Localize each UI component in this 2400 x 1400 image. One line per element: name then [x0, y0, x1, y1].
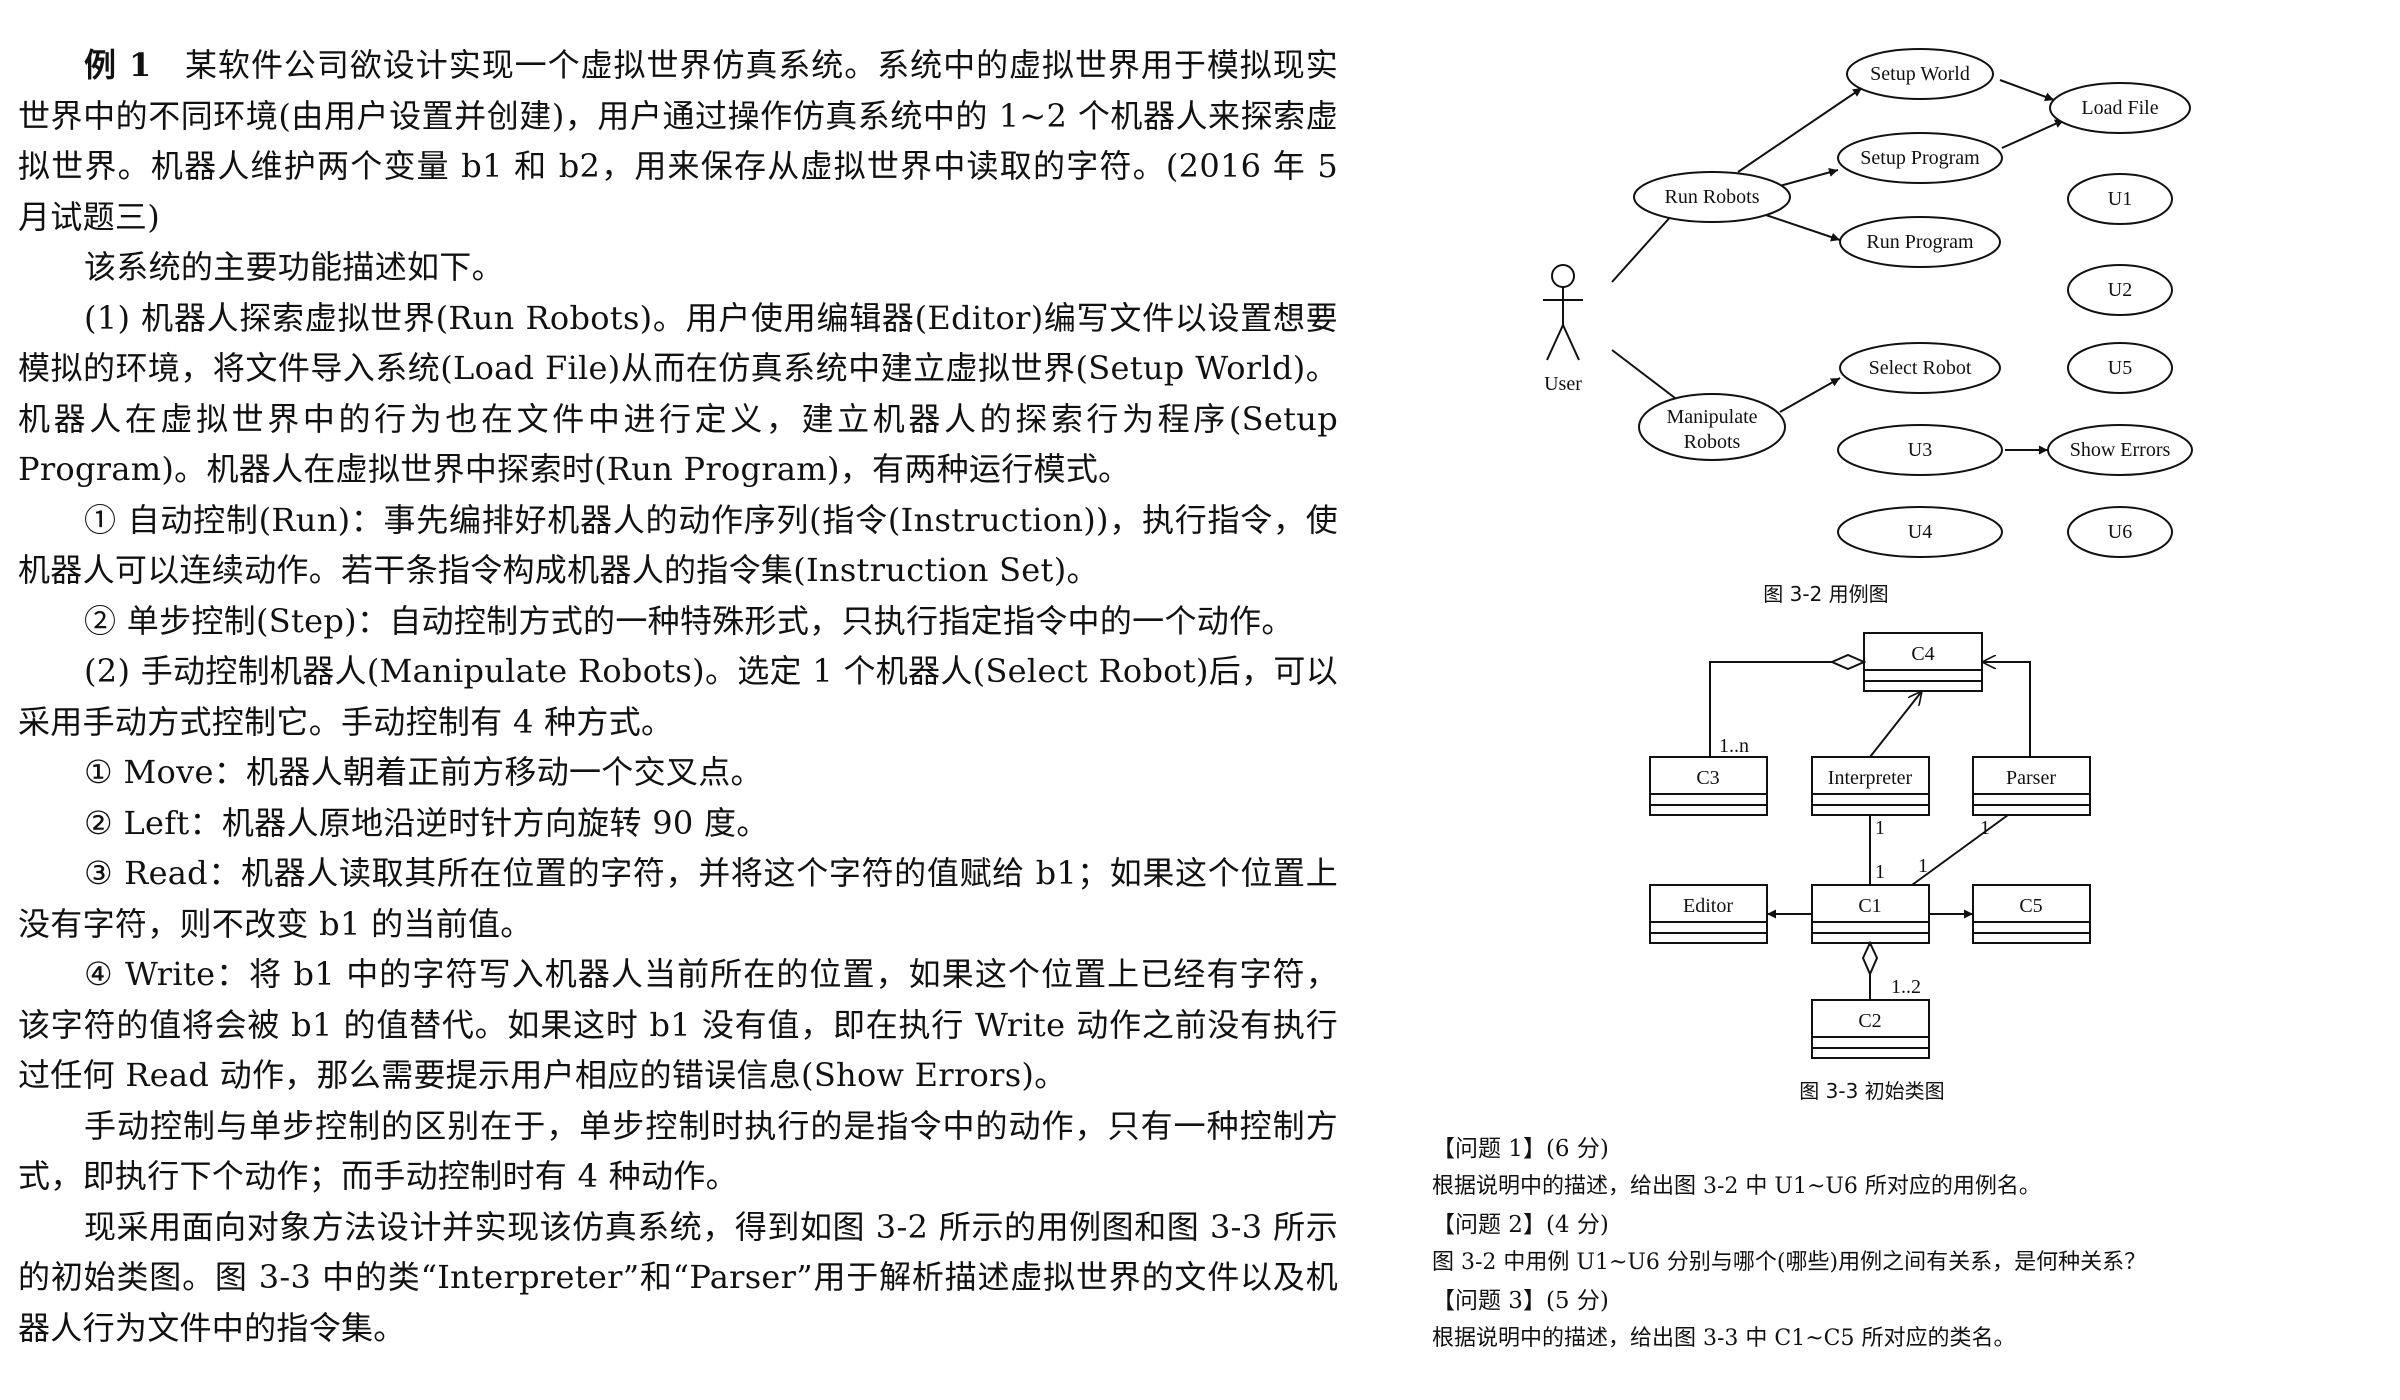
usecase-u2 — [2067, 264, 2173, 316]
usecase-show-errors — [2047, 424, 2193, 476]
class-c5 — [1972, 884, 2091, 944]
usecase-setup-world — [1846, 48, 1994, 100]
label-run-robots: Run Robots — [1664, 186, 1759, 208]
link-user-manipulate — [1611, 349, 1676, 399]
question-1-body: 根据说明中的描述，给出图 3-2 中 U1~U6 所对应的用例名。 — [1432, 1174, 2041, 1199]
link-setup-program-load-file — [2001, 119, 2065, 149]
paragraph-intro-text: 某软件公司欲设计实现一个虚拟世界仿真系统。系统中的虚拟世界用于模拟现实世界中的不… — [18, 46, 1338, 236]
actor-user-icon — [1543, 264, 1583, 361]
label-u2: U2 — [2108, 279, 2132, 301]
usecase-u5 — [2067, 342, 2173, 394]
paragraph-intro: 例 1 某软件公司欲设计实现一个虚拟世界仿真系统。系统中的虚拟世界用于模拟现实世… — [18, 40, 1338, 242]
paragraph-read: ③ Read：机器人读取其所在位置的字符，并将这个字符的值赋给 b1；如果这个位… — [18, 854, 1338, 943]
label-u5: U5 — [2108, 357, 2132, 379]
question-3-body: 根据说明中的描述，给出图 3-3 中 C1~C5 所对应的类名。 — [1432, 1326, 2016, 1351]
usecase-u6 — [2067, 506, 2173, 558]
label-load-file: Load File — [2081, 97, 2158, 119]
label-select-robot: Select Robot — [1869, 357, 1972, 379]
label-u6: U6 — [2108, 521, 2132, 543]
paragraph-manual-control: (2) 手动控制机器人(Manipulate Robots)。选定 1 个机器人… — [18, 652, 1338, 741]
example-label: 例 1 — [84, 46, 152, 84]
mult-c1-top-right-1: 1 — [1918, 855, 1928, 877]
paragraph-left: ② Left：机器人原地沿逆时针方向旋转 90 度。 — [84, 803, 769, 842]
class-diagram — [1649, 632, 2091, 1059]
mult-c2-12: 1..2 — [1891, 976, 1921, 998]
actor-user-label: User — [1544, 373, 1582, 395]
usecase-manipulate-robots — [1638, 393, 1786, 461]
assoc-parser-c1 — [1911, 814, 2009, 886]
assoc-interpreter-c4 — [1869, 691, 1922, 758]
link-user-run-robots — [1611, 213, 1674, 283]
link-manipulate-select-robot — [1779, 377, 1841, 413]
class-c2 — [1811, 999, 1930, 1059]
class-c3 — [1649, 756, 1768, 816]
usecase-u4 — [1837, 506, 2003, 558]
label-manipulate-line2: Robots — [1684, 431, 1741, 453]
questions: 【问题 1】(6 分) 根据说明中的描述，给出图 3-2 中 U1~U6 所对应… — [1432, 1130, 2392, 1358]
question-2-body: 图 3-2 中用例 U1~U6 分别与哪个(哪些)用例之间有关系，是何种关系？ — [1432, 1250, 2147, 1275]
mult-c3-1n: 1..n — [1719, 735, 1749, 757]
label-u1: U1 — [2108, 188, 2132, 210]
link-run-robots-run-program — [1759, 212, 1841, 242]
label-u3: U3 — [1908, 439, 1932, 461]
paragraph-functions: 该系统的主要功能描述如下。 — [84, 248, 504, 286]
label-c3: C3 — [1696, 767, 1719, 789]
label-show-errors: Show Errors — [2070, 439, 2171, 461]
usecase-select-robot — [1839, 342, 2001, 394]
paragraph-move: ① Move：机器人朝着正前方移动一个交叉点。 — [84, 753, 763, 791]
label-setup-world: Setup World — [1870, 63, 1970, 85]
usecase-u1 — [2067, 173, 2173, 225]
mult-c1-top-left-1: 1 — [1875, 861, 1885, 883]
caption-usecase: 图 3-2 用例图 — [1763, 582, 1888, 606]
caption-classdiagram: 图 3-3 初始类图 — [1799, 1079, 1944, 1103]
paragraph-difference: 手动控制与单步控制的区别在于，单步控制时执行的是指令中的动作，只有一种控制方式，… — [18, 1106, 1338, 1196]
paragraph-run-robots: (1) 机器人探索虚拟世界(Run Robots)。用户使用编辑器(Editor… — [18, 298, 1338, 489]
label-run-program: Run Program — [1866, 231, 1974, 253]
usecase-run-robots — [1633, 171, 1791, 223]
class-parser — [1972, 756, 2091, 816]
usecase-load-file — [2049, 82, 2191, 134]
label-u4: U4 — [1908, 521, 1932, 543]
label-c1: C1 — [1858, 895, 1881, 917]
problem-statement: 例 1 某软件公司欲设计实现一个虚拟世界仿真系统。系统中的虚拟世界用于模拟现实世… — [18, 40, 1338, 1353]
class-interpreter — [1811, 756, 1930, 816]
paragraph-auto-control: ① 自动控制(Run)：事先编排好机器人的动作序列(指令(Instruction… — [18, 500, 1338, 590]
use-case-labels: User Setup World Load File Setup Program… — [1544, 63, 2170, 606]
question-2-title: 【问题 2】(4 分) — [1432, 1212, 1609, 1238]
label-c5: C5 — [2019, 895, 2042, 917]
link-run-robots-setup-world — [1737, 87, 1863, 173]
label-editor: Editor — [1683, 895, 1733, 917]
question-1-title: 【问题 1】(6 分) — [1432, 1136, 1609, 1162]
paragraph-design: 现采用面向对象方法设计并实现该仿真系统，得到如图 3-2 所示的用例图和图 3-… — [18, 1207, 1338, 1347]
mult-parser-1: 1 — [1980, 817, 1990, 839]
paragraph-write: ④ Write：将 b1 中的字符写入机器人当前所在的位置，如果这个位置上已经有… — [18, 955, 1338, 1094]
class-labels: C4 C3 Interpreter Parser Editor C1 C5 C2… — [1683, 643, 2056, 1103]
assoc-parser-c4 — [1982, 662, 2031, 757]
usecase-u3 — [1837, 424, 2003, 476]
label-c2: C2 — [1858, 1010, 1881, 1032]
diamond-c4-aggregation — [1829, 653, 1867, 671]
question-3-title: 【问题 3】(5 分) — [1432, 1288, 1609, 1314]
label-setup-program: Setup Program — [1860, 147, 1980, 169]
usecase-run-program — [1839, 216, 2001, 268]
label-c4: C4 — [1911, 643, 1934, 665]
diamond-c1-aggregation — [1861, 940, 1879, 977]
label-interpreter: Interpreter — [1828, 767, 1913, 789]
usecase-setup-program — [1837, 132, 2003, 184]
link-setup-world-load-file — [1999, 79, 2055, 102]
aggregation-c3-c4 — [1709, 661, 1832, 757]
paragraph-step-control: ② 单步控制(Step)：自动控制方式的一种特殊形式，只执行指定指令中的一个动作… — [84, 601, 1294, 640]
class-c4 — [1863, 632, 1983, 692]
mult-interpreter-1: 1 — [1875, 817, 1885, 839]
label-parser: Parser — [2006, 767, 2056, 789]
label-manipulate-line1: Manipulate — [1666, 406, 1757, 428]
use-case-diagram — [1543, 48, 2193, 558]
